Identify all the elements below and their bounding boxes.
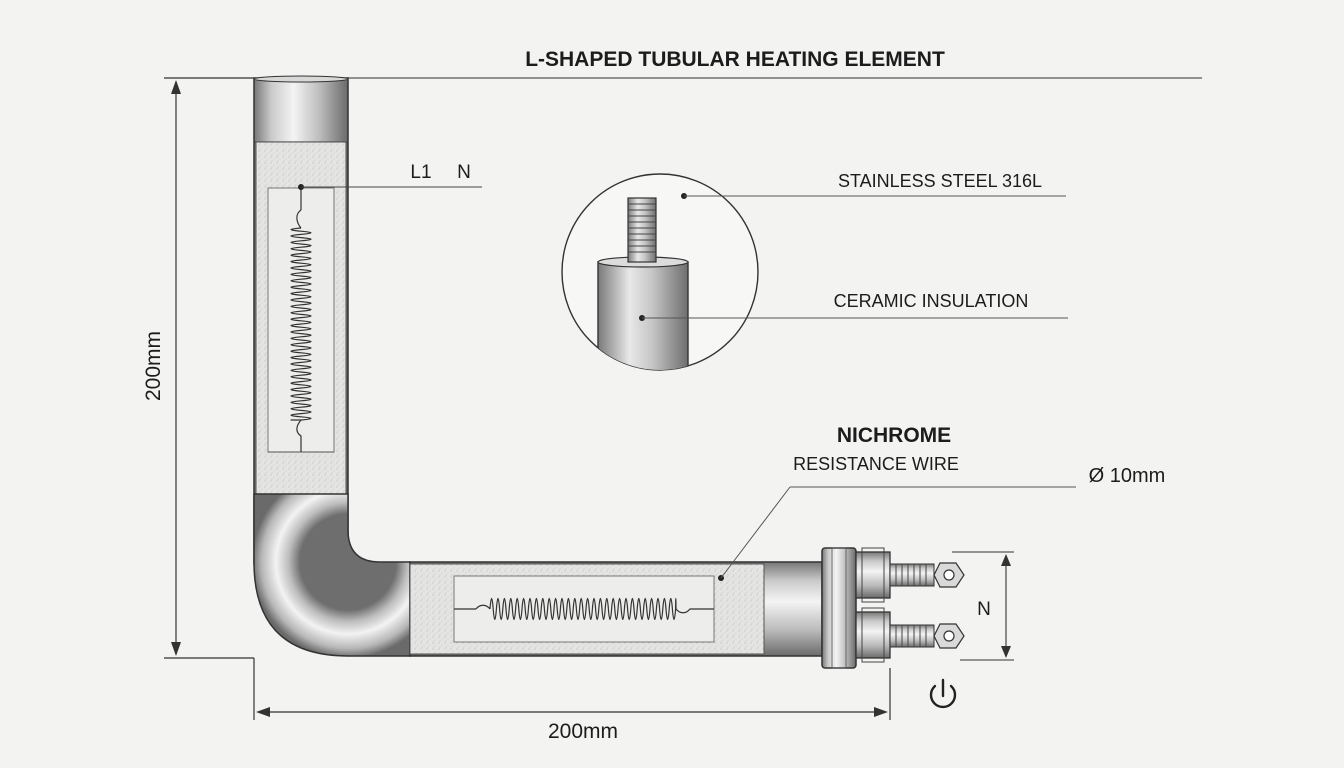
detail-threaded-stud	[627, 197, 657, 263]
sheath-material-label: STAINLESS STEEL 316L	[838, 171, 1042, 191]
terminal-n-top-label: N	[457, 162, 471, 183]
diagram-title: L-SHAPED TUBULAR HEATING ELEMENT	[525, 48, 945, 71]
horizontal-nichrome-coil	[454, 597, 714, 621]
vertical-nichrome-coil	[290, 188, 312, 452]
terminal-n-side-label: N	[977, 599, 991, 620]
wire-leader	[720, 486, 791, 579]
wire-heading-label: NICHROME	[837, 424, 951, 447]
detail-sheath	[597, 261, 689, 370]
width-dimension	[253, 658, 891, 720]
height-dimension	[164, 77, 254, 659]
height-dimension-label: 200mm	[142, 331, 165, 401]
detail-circle	[561, 173, 759, 371]
terminal-stud-bottom	[855, 607, 965, 663]
insulation-label: CERAMIC INSULATION	[834, 291, 1029, 311]
terminal-l1-label: L1	[410, 162, 431, 183]
horizontal-tube	[409, 561, 823, 657]
terminal-spacing-dimension	[952, 551, 1014, 661]
tube-bend	[253, 493, 411, 657]
width-dimension-label: 200mm	[548, 720, 618, 743]
vertical-tube	[253, 75, 349, 565]
power-icon	[929, 678, 957, 709]
diameter-label: Ø 10mm	[1089, 465, 1166, 487]
terminal-flange	[821, 547, 857, 669]
wire-sub-label: RESISTANCE WIRE	[793, 454, 959, 474]
terminal-stud-top	[855, 547, 965, 603]
